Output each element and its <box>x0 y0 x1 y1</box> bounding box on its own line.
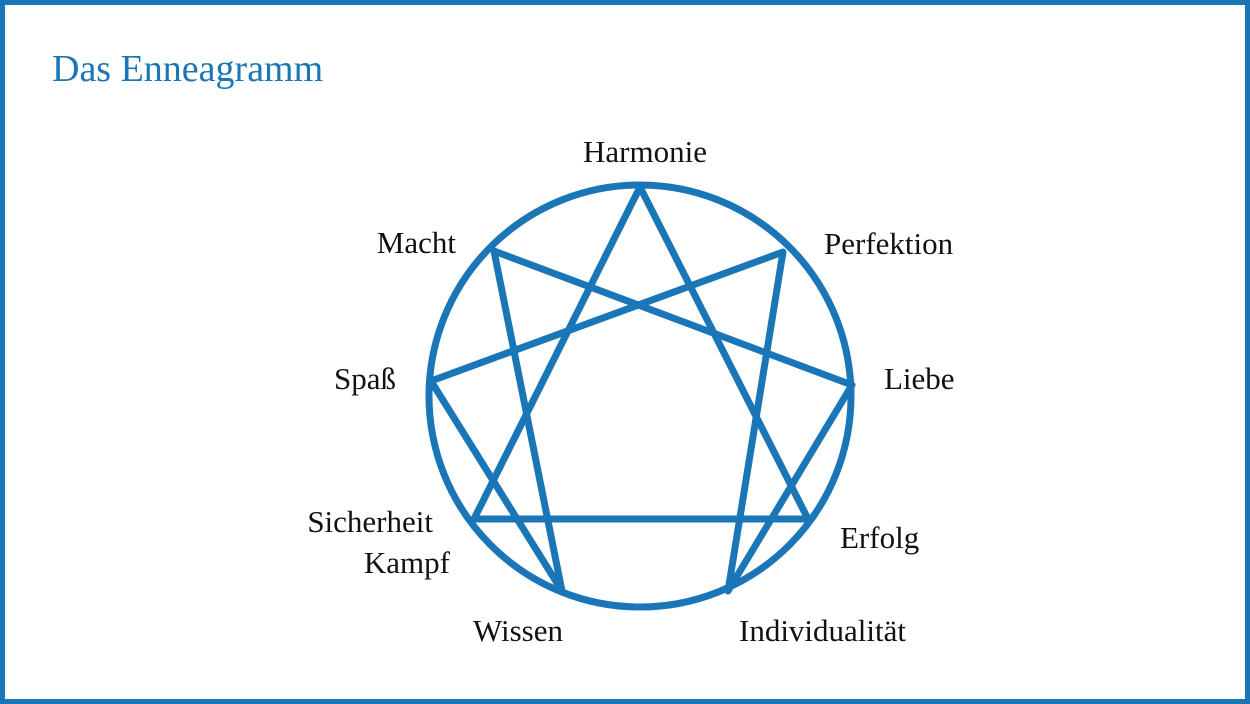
label-wissen: Wissen <box>473 613 564 648</box>
label-kampf: Kampf <box>364 545 451 580</box>
label-perfektion: Perfektion <box>824 226 954 261</box>
label-liebe: Liebe <box>884 361 955 396</box>
label-harmonie: Harmonie <box>583 134 707 169</box>
label-sicherheit: Sicherheit <box>307 504 433 539</box>
label-macht: Macht <box>377 225 457 260</box>
enneagram-hexad <box>427 247 856 595</box>
label-individualitaet: Individualität <box>739 613 906 648</box>
label-spass: Spaß <box>334 361 396 396</box>
label-erfolg: Erfolg <box>840 520 919 555</box>
enneagram-triangle <box>470 183 812 523</box>
page-title: Das Enneagramm <box>52 48 324 90</box>
